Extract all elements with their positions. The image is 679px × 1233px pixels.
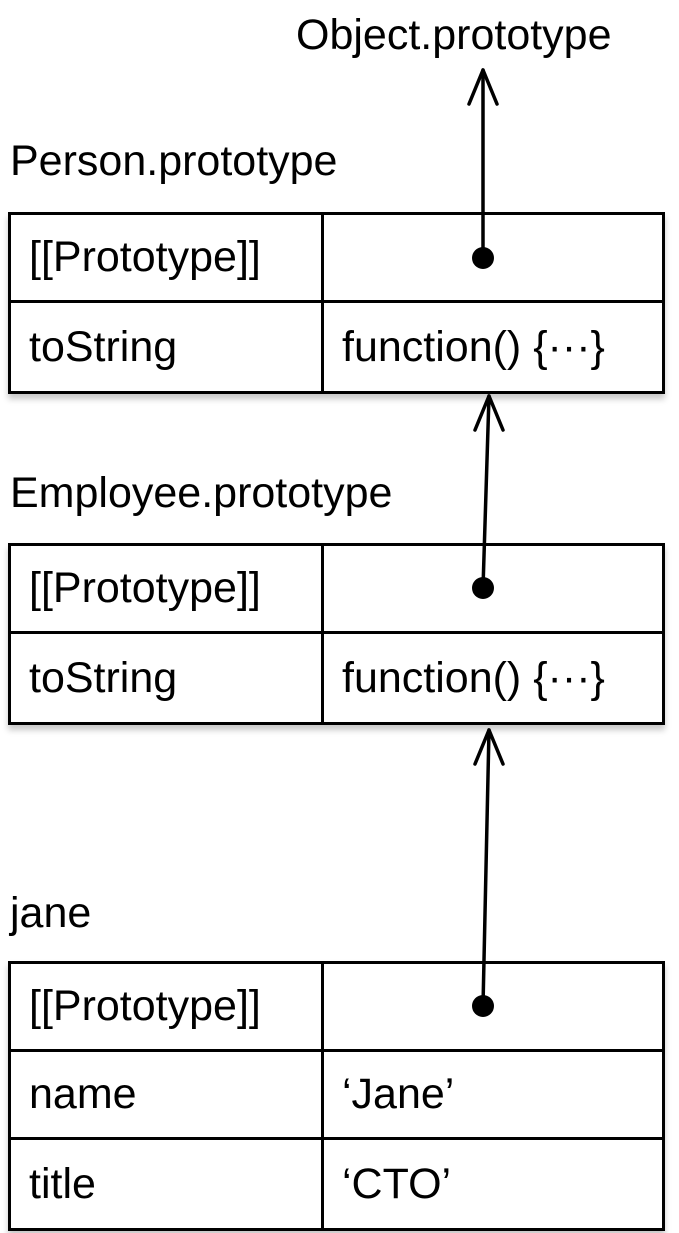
employee-prototype-table: [[Prototype]] toString function() {···} <box>8 543 665 725</box>
table-row: title ‘CTO’ <box>11 1140 662 1228</box>
name-key-cell: name <box>11 1052 324 1137</box>
prototype-key-cell: [[Prototype]] <box>11 964 324 1049</box>
prototype-pointer-cell <box>324 546 662 631</box>
table-row: [[Prototype]] <box>11 964 662 1052</box>
name-value-cell: ‘Jane’ <box>342 1070 455 1118</box>
employee-prototype-title: Employee.prototype <box>10 469 393 517</box>
object-prototype-label: Object.prototype <box>296 11 612 59</box>
table-row: [[Prototype]] <box>11 215 662 303</box>
prototype-key-cell: [[Prototype]] <box>11 215 324 300</box>
person-prototype-table: [[Prototype]] toString function() {···} <box>8 212 665 394</box>
arrowhead-icon <box>473 728 505 766</box>
prototype-key-cell: [[Prototype]] <box>11 546 324 631</box>
person-prototype-title: Person.prototype <box>10 137 338 185</box>
jane-table: [[Prototype]] name ‘Jane’ title ‘CTO’ <box>8 961 665 1231</box>
prototype-pointer-cell <box>324 215 662 300</box>
jane-title: jane <box>10 889 92 937</box>
tostring-value-cell: function() {···} <box>342 322 605 371</box>
tostring-value-cell: function() {···} <box>342 653 605 702</box>
table-row: name ‘Jane’ <box>11 1052 662 1140</box>
table-row: [[Prototype]] <box>11 546 662 634</box>
table-row: toString function() {···} <box>11 634 662 722</box>
tostring-key-cell: toString <box>11 303 324 391</box>
prototype-pointer-cell <box>324 964 662 1049</box>
arrowhead-icon <box>473 394 505 432</box>
table-row: toString function() {···} <box>11 303 662 391</box>
arrowhead-icon <box>467 68 499 106</box>
title-value-cell: ‘CTO’ <box>342 1159 452 1208</box>
title-key-cell: title <box>11 1140 324 1228</box>
tostring-key-cell: toString <box>11 634 324 722</box>
